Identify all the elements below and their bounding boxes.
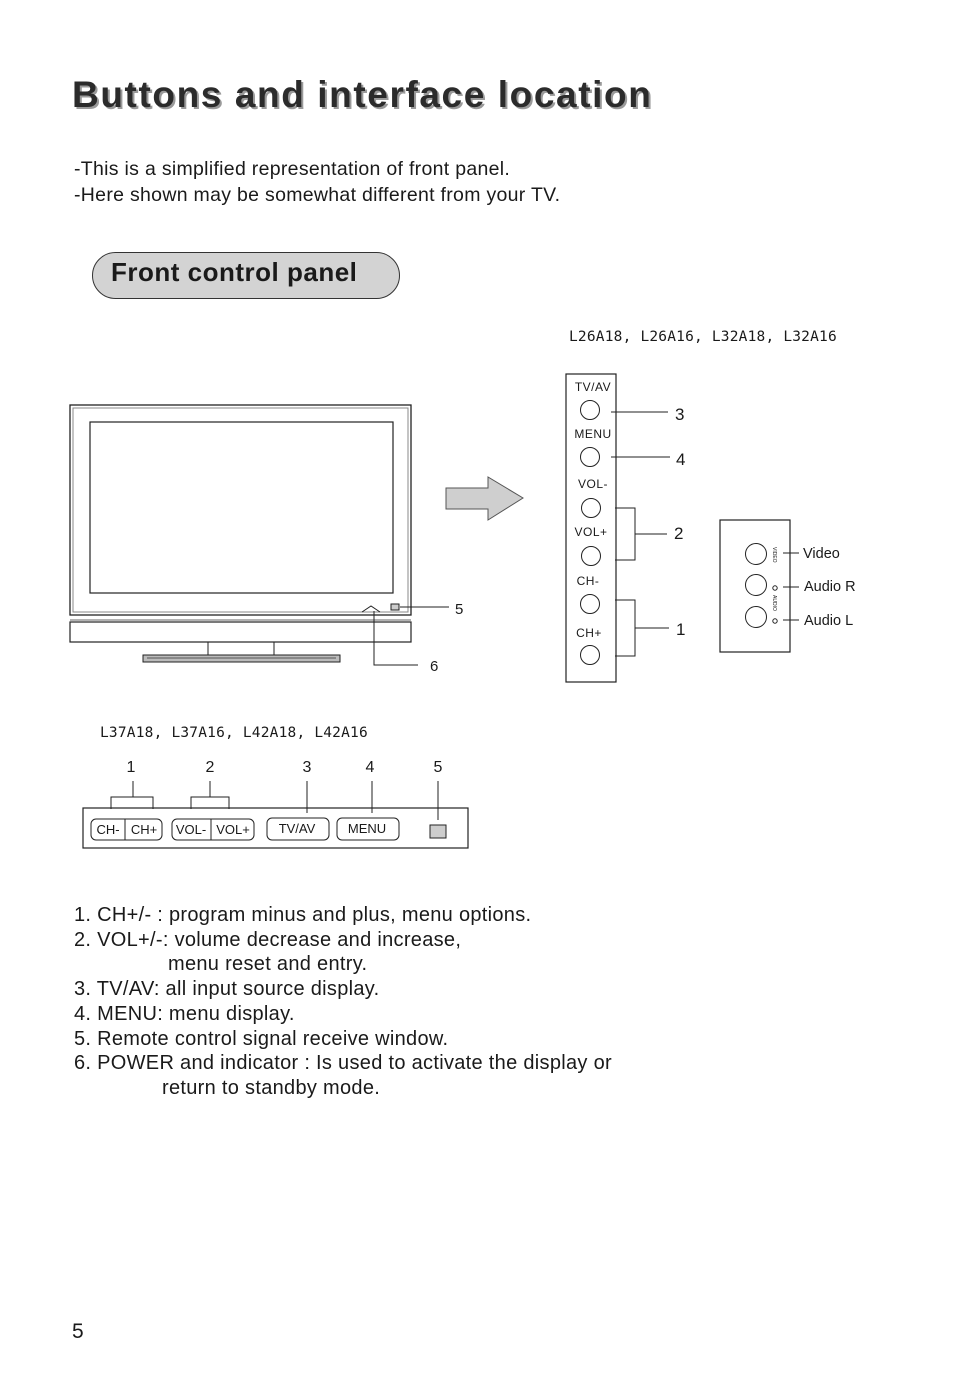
side-label-tv-av: TV/AV <box>575 380 611 394</box>
pointer-arrow <box>445 476 524 521</box>
vol-bracket <box>615 507 636 561</box>
bottom-number-5: 5 <box>434 759 443 776</box>
side-button-strip <box>565 373 617 683</box>
bottom-number-3: 3 <box>303 759 312 776</box>
bottom-label-vol-plus: VOL+ <box>216 822 250 837</box>
bottom-number-4: 4 <box>366 759 375 776</box>
bottom-label-menu: MENU <box>348 821 386 836</box>
bottom-number-1: 1 <box>127 759 136 776</box>
jack-mark-video: VIDEO <box>771 547 777 563</box>
video-jack <box>745 543 767 565</box>
callout-line-6 <box>373 611 418 666</box>
model-list-small: L26A18, L26A16, L32A18, L32A16 <box>569 329 837 345</box>
audio-l-jack <box>745 606 767 628</box>
bottom-vol-button-group <box>171 818 255 841</box>
bottom-label-tv-av: TV/AV <box>279 821 316 836</box>
bottom-ch-button-group <box>90 818 163 841</box>
side-button-ch-minus <box>580 594 600 614</box>
side-label-menu: MENU <box>574 427 611 441</box>
bottom-label-ch-minus: CH- <box>96 822 119 837</box>
legend-item-6: 6. POWER and indicator : Is used to acti… <box>74 1052 612 1075</box>
power-indicator <box>361 605 381 613</box>
side-label-ch-minus: CH- <box>577 574 600 588</box>
jack-label-audio-r: Audio R <box>804 579 856 595</box>
jack-label-audio-l: Audio L <box>804 613 853 629</box>
intro-line-1: -This is a simplified representation of … <box>74 158 511 180</box>
page-title: Buttons and interface location <box>72 74 653 115</box>
audio-r-jack <box>745 574 767 596</box>
legend-item-2-continued: menu reset and entry. <box>168 953 368 976</box>
tv-illustration <box>69 404 412 663</box>
callout-6-label: 6 <box>430 658 438 675</box>
section-heading: Front control panel <box>111 257 358 287</box>
model-list-large: L37A18, L37A16, L42A18, L42A16 <box>100 725 368 741</box>
legend-item-5: 5. Remote control signal receive window. <box>74 1027 449 1050</box>
page-number: 5 <box>72 1320 84 1343</box>
side-label-vol-plus: VOL+ <box>574 525 607 539</box>
legend-item-6-continued: return to standby mode. <box>162 1076 381 1099</box>
side-button-ch-plus <box>580 645 600 665</box>
callout-5-label: 5 <box>455 601 463 618</box>
side-label-ch-plus: CH+ <box>576 626 602 640</box>
side-callout-2: 2 <box>674 524 683 543</box>
jack-label-video: Video <box>803 546 840 562</box>
side-button-menu <box>580 447 600 467</box>
legend-item-2: 2. VOL+/-: volume decrease and increase, <box>74 928 462 951</box>
legend-item-4: 4. MENU: menu display. <box>74 1002 295 1025</box>
section-heading-pill <box>92 252 400 299</box>
bottom-label-ch-plus: CH+ <box>131 822 157 837</box>
legend-item-1: 1. CH+/- : program minus and plus, menu … <box>74 904 532 926</box>
remote-sensor-window <box>390 603 400 611</box>
button-legend: 1. CH+/- : program minus and plus, menu … <box>74 903 612 1101</box>
side-label-vol-minus: VOL- <box>578 477 608 491</box>
av-jack-panel <box>719 519 791 653</box>
side-callout-3: 3 <box>675 405 684 424</box>
intro-line-2: -Here shown may be somewhat different fr… <box>74 184 561 206</box>
bottom-bracket-1 <box>110 796 154 809</box>
ch-bracket <box>615 599 636 657</box>
bottom-menu-button <box>336 817 400 841</box>
bottom-number-2: 2 <box>206 759 215 776</box>
jack-mark-audio: AUDIO <box>771 595 777 611</box>
side-button-vol-minus <box>581 498 601 518</box>
legend-item-3: 3. TV/AV: all input source display. <box>74 978 380 1001</box>
bottom-control-bar <box>82 807 469 849</box>
side-button-vol-plus <box>581 546 601 566</box>
bottom-bracket-2 <box>190 796 230 809</box>
bottom-label-vol-minus: VOL- <box>176 822 206 837</box>
side-button-tv-av <box>580 400 600 420</box>
side-callout-1: 1 <box>676 620 685 639</box>
bottom-tv-av-button <box>266 817 330 841</box>
side-callout-4: 4 <box>676 450 685 469</box>
bottom-remote-window <box>429 824 447 839</box>
